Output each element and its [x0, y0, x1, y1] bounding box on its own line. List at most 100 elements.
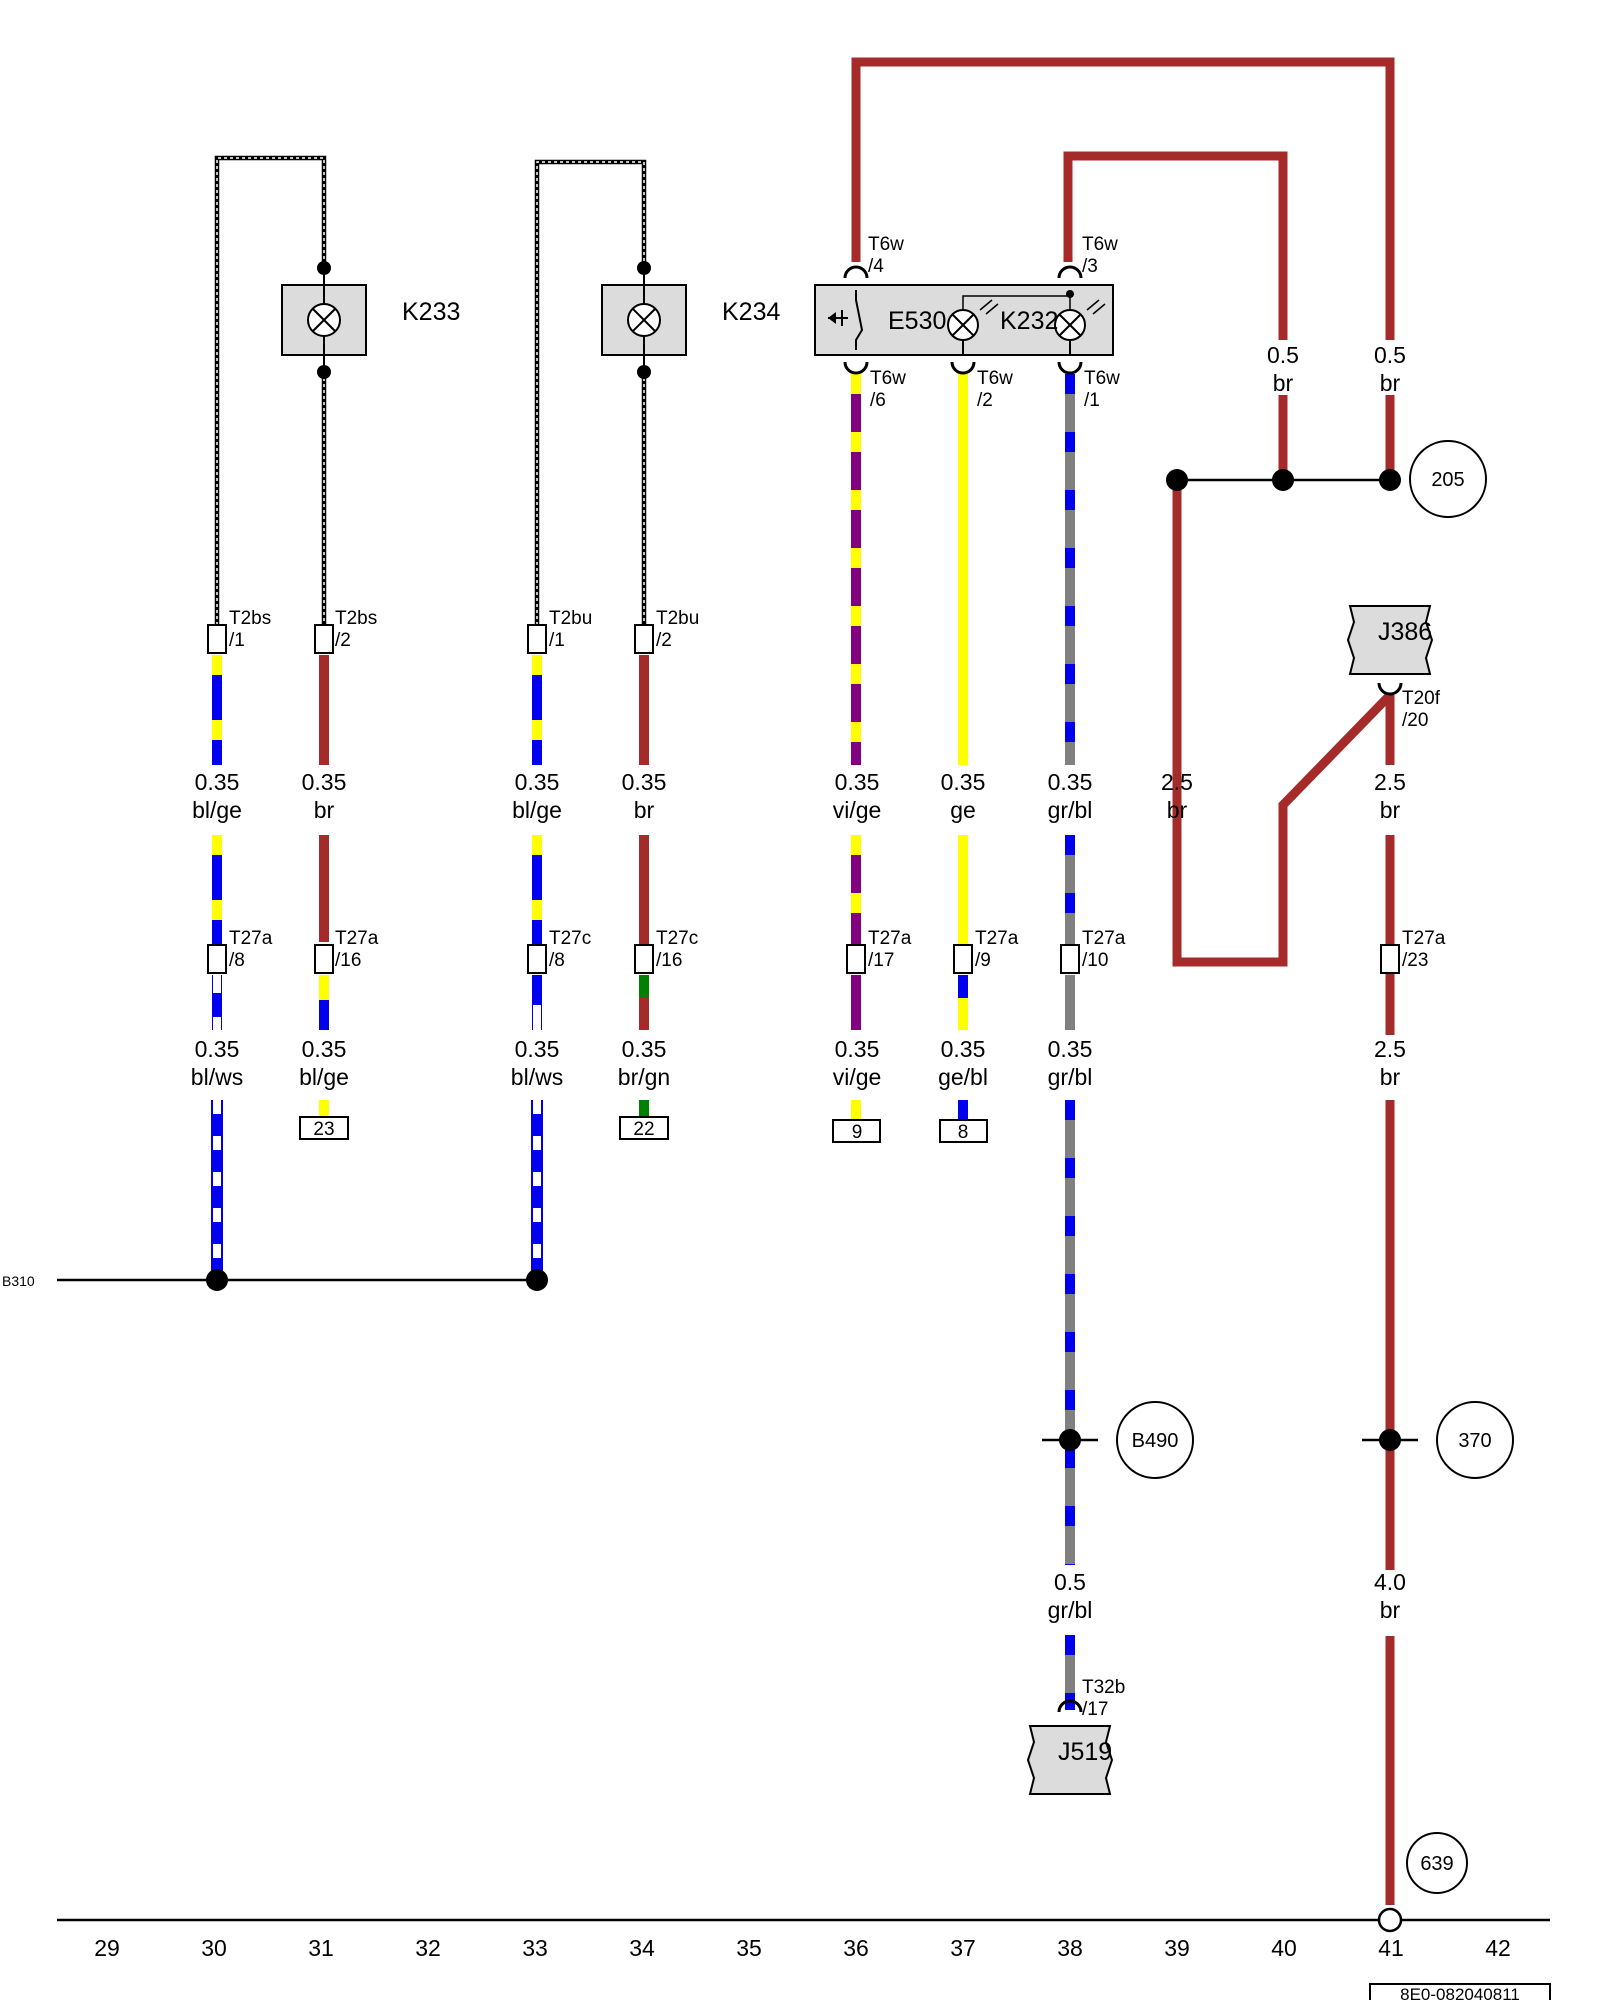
- diagram-label: T27a: [868, 928, 912, 949]
- diagram-label: 0.35: [302, 769, 347, 795]
- cont-box-9: 9: [852, 1122, 863, 1143]
- wire-k234-loop-left: [534, 159, 647, 637]
- diagram-label: T6w: [977, 368, 1013, 389]
- diagram-label: T27c: [656, 928, 698, 949]
- diagram-label: 0.35: [941, 1036, 986, 1062]
- diagram-label: T2bu: [656, 608, 699, 629]
- diagram-label: /9: [975, 950, 991, 971]
- doc-id-box: [1369, 1983, 1551, 2000]
- diagram-label: ge/bl: [938, 1064, 988, 1090]
- diagram-label: T27c: [549, 928, 591, 949]
- diagram-label: 41: [1378, 1935, 1404, 1961]
- diagram-label: T27a: [1402, 928, 1446, 949]
- diagram-label: br: [1167, 797, 1188, 823]
- diagram-label: /8: [549, 950, 565, 971]
- diagram-label: /6: [870, 390, 886, 411]
- cont-box-8: 8: [958, 1122, 969, 1143]
- diagram-label: 0.35: [515, 769, 560, 795]
- diagram-label: 40: [1271, 1935, 1297, 1961]
- diagram-label: T27a: [335, 928, 379, 949]
- rail-terminal: [1377, 1907, 1403, 1933]
- j519-label: J519: [1058, 1738, 1112, 1766]
- switch-module-e530-k232: [814, 284, 1114, 356]
- splice-dots: [206, 261, 1401, 1451]
- diagram-label: bl/ge: [299, 1064, 349, 1090]
- diagram-label: /2: [656, 630, 672, 651]
- diagram-label: br: [1380, 370, 1401, 396]
- diagram-label: /4: [868, 256, 884, 277]
- diagram-label: ge: [950, 797, 976, 823]
- diagram-label: /1: [1084, 390, 1100, 411]
- diagram-label: br: [314, 797, 335, 823]
- diagram-label: /16: [656, 950, 682, 971]
- circle-ref-b490: B490: [1132, 1430, 1179, 1452]
- diagram-label: 39: [1164, 1935, 1190, 1961]
- diagram-label: T2bs: [335, 608, 377, 629]
- diagram-label: 0.35: [622, 769, 667, 795]
- k232-label: K232: [1000, 307, 1058, 335]
- diagram-label: bl/ge: [512, 797, 562, 823]
- diagram-label: 2.5: [1161, 769, 1193, 795]
- connector-symbols: [207, 624, 1400, 974]
- lamp-k233: [281, 275, 367, 365]
- diagram-label: 36: [843, 1935, 869, 1961]
- circle-ref-205: 205: [1431, 469, 1464, 491]
- diagram-label: 0.35: [622, 1036, 667, 1062]
- diagram-label: T32b: [1082, 1677, 1125, 1698]
- diagram-label: T2bs: [229, 608, 271, 629]
- k234-label: K234: [722, 298, 780, 326]
- cont-box-22: 22: [633, 1119, 654, 1140]
- diagram-label: 0.35: [835, 769, 880, 795]
- diagram-label: /2: [977, 390, 993, 411]
- e530-label: E530: [888, 307, 946, 335]
- diagram-label: bl/ge: [192, 797, 242, 823]
- diagram-label: /16: [335, 950, 361, 971]
- connector-labels: T2bs/1 T2bs/2 T2bu/1 T2bu/2 T6w/4 T6w/3 …: [229, 234, 1446, 1720]
- wire-br-col36-col41: [851, 57, 1395, 340]
- diagram-label: T6w: [1084, 368, 1120, 389]
- diagram-label: 38: [1057, 1935, 1083, 1961]
- ground-bus-label: B310: [2, 1273, 35, 1289]
- diagram-label: /2: [335, 630, 351, 651]
- diagram-label: T6w: [1082, 234, 1118, 255]
- diagram-label: /1: [229, 630, 245, 651]
- diagram-label: 31: [308, 1935, 334, 1961]
- diagram-label: bl/ws: [191, 1064, 243, 1090]
- diagram-label: 0.35: [835, 1036, 880, 1062]
- diagram-label: /17: [1082, 1699, 1108, 1720]
- diagram-label: 0.35: [515, 1036, 560, 1062]
- diagram-label: 42: [1485, 1935, 1511, 1961]
- continuation-boxes: [299, 1116, 988, 1143]
- diagram-label: br: [1273, 370, 1294, 396]
- diagram-label: /1: [549, 630, 565, 651]
- diagram-label: T27a: [1082, 928, 1126, 949]
- diagram-label: T6w: [870, 368, 906, 389]
- diagram-label: vi/ge: [833, 1064, 882, 1090]
- wire-br-col38-col40: [1063, 151, 1288, 340]
- diagram-label: bl/ws: [511, 1064, 563, 1090]
- diagram-label: 0.35: [1048, 1036, 1093, 1062]
- diagram-label: 2.5: [1374, 769, 1406, 795]
- connector-arcs: [843, 265, 1403, 1713]
- black-wires: [214, 155, 647, 637]
- circle-ref-370: 370: [1458, 1430, 1491, 1452]
- wire-k233-loop-left: [214, 155, 327, 637]
- diagram-label: 34: [629, 1935, 655, 1961]
- diagram-label: 30: [201, 1935, 227, 1961]
- diagram-label: 0.35: [1048, 769, 1093, 795]
- diagram-label: T6w: [868, 234, 904, 255]
- control-unit-j386: [1346, 605, 1434, 675]
- diagram-label: T27a: [229, 928, 273, 949]
- diagram-label: br: [634, 797, 655, 823]
- document-id: 8E0-082040811: [1400, 1985, 1520, 2000]
- diagram-label: 0.35: [941, 769, 986, 795]
- circle-refs: [1116, 440, 1514, 1894]
- diagram-label: /8: [229, 950, 245, 971]
- diagram-label: 0.5: [1374, 342, 1406, 368]
- diagram-label: vi/ge: [833, 797, 882, 823]
- control-unit-j519: [1026, 1725, 1114, 1795]
- diagram-label: T27a: [975, 928, 1019, 949]
- diagram-label: 0.35: [302, 1036, 347, 1062]
- j386-label: J386: [1378, 618, 1432, 646]
- diagram-label: gr/bl: [1048, 1064, 1093, 1090]
